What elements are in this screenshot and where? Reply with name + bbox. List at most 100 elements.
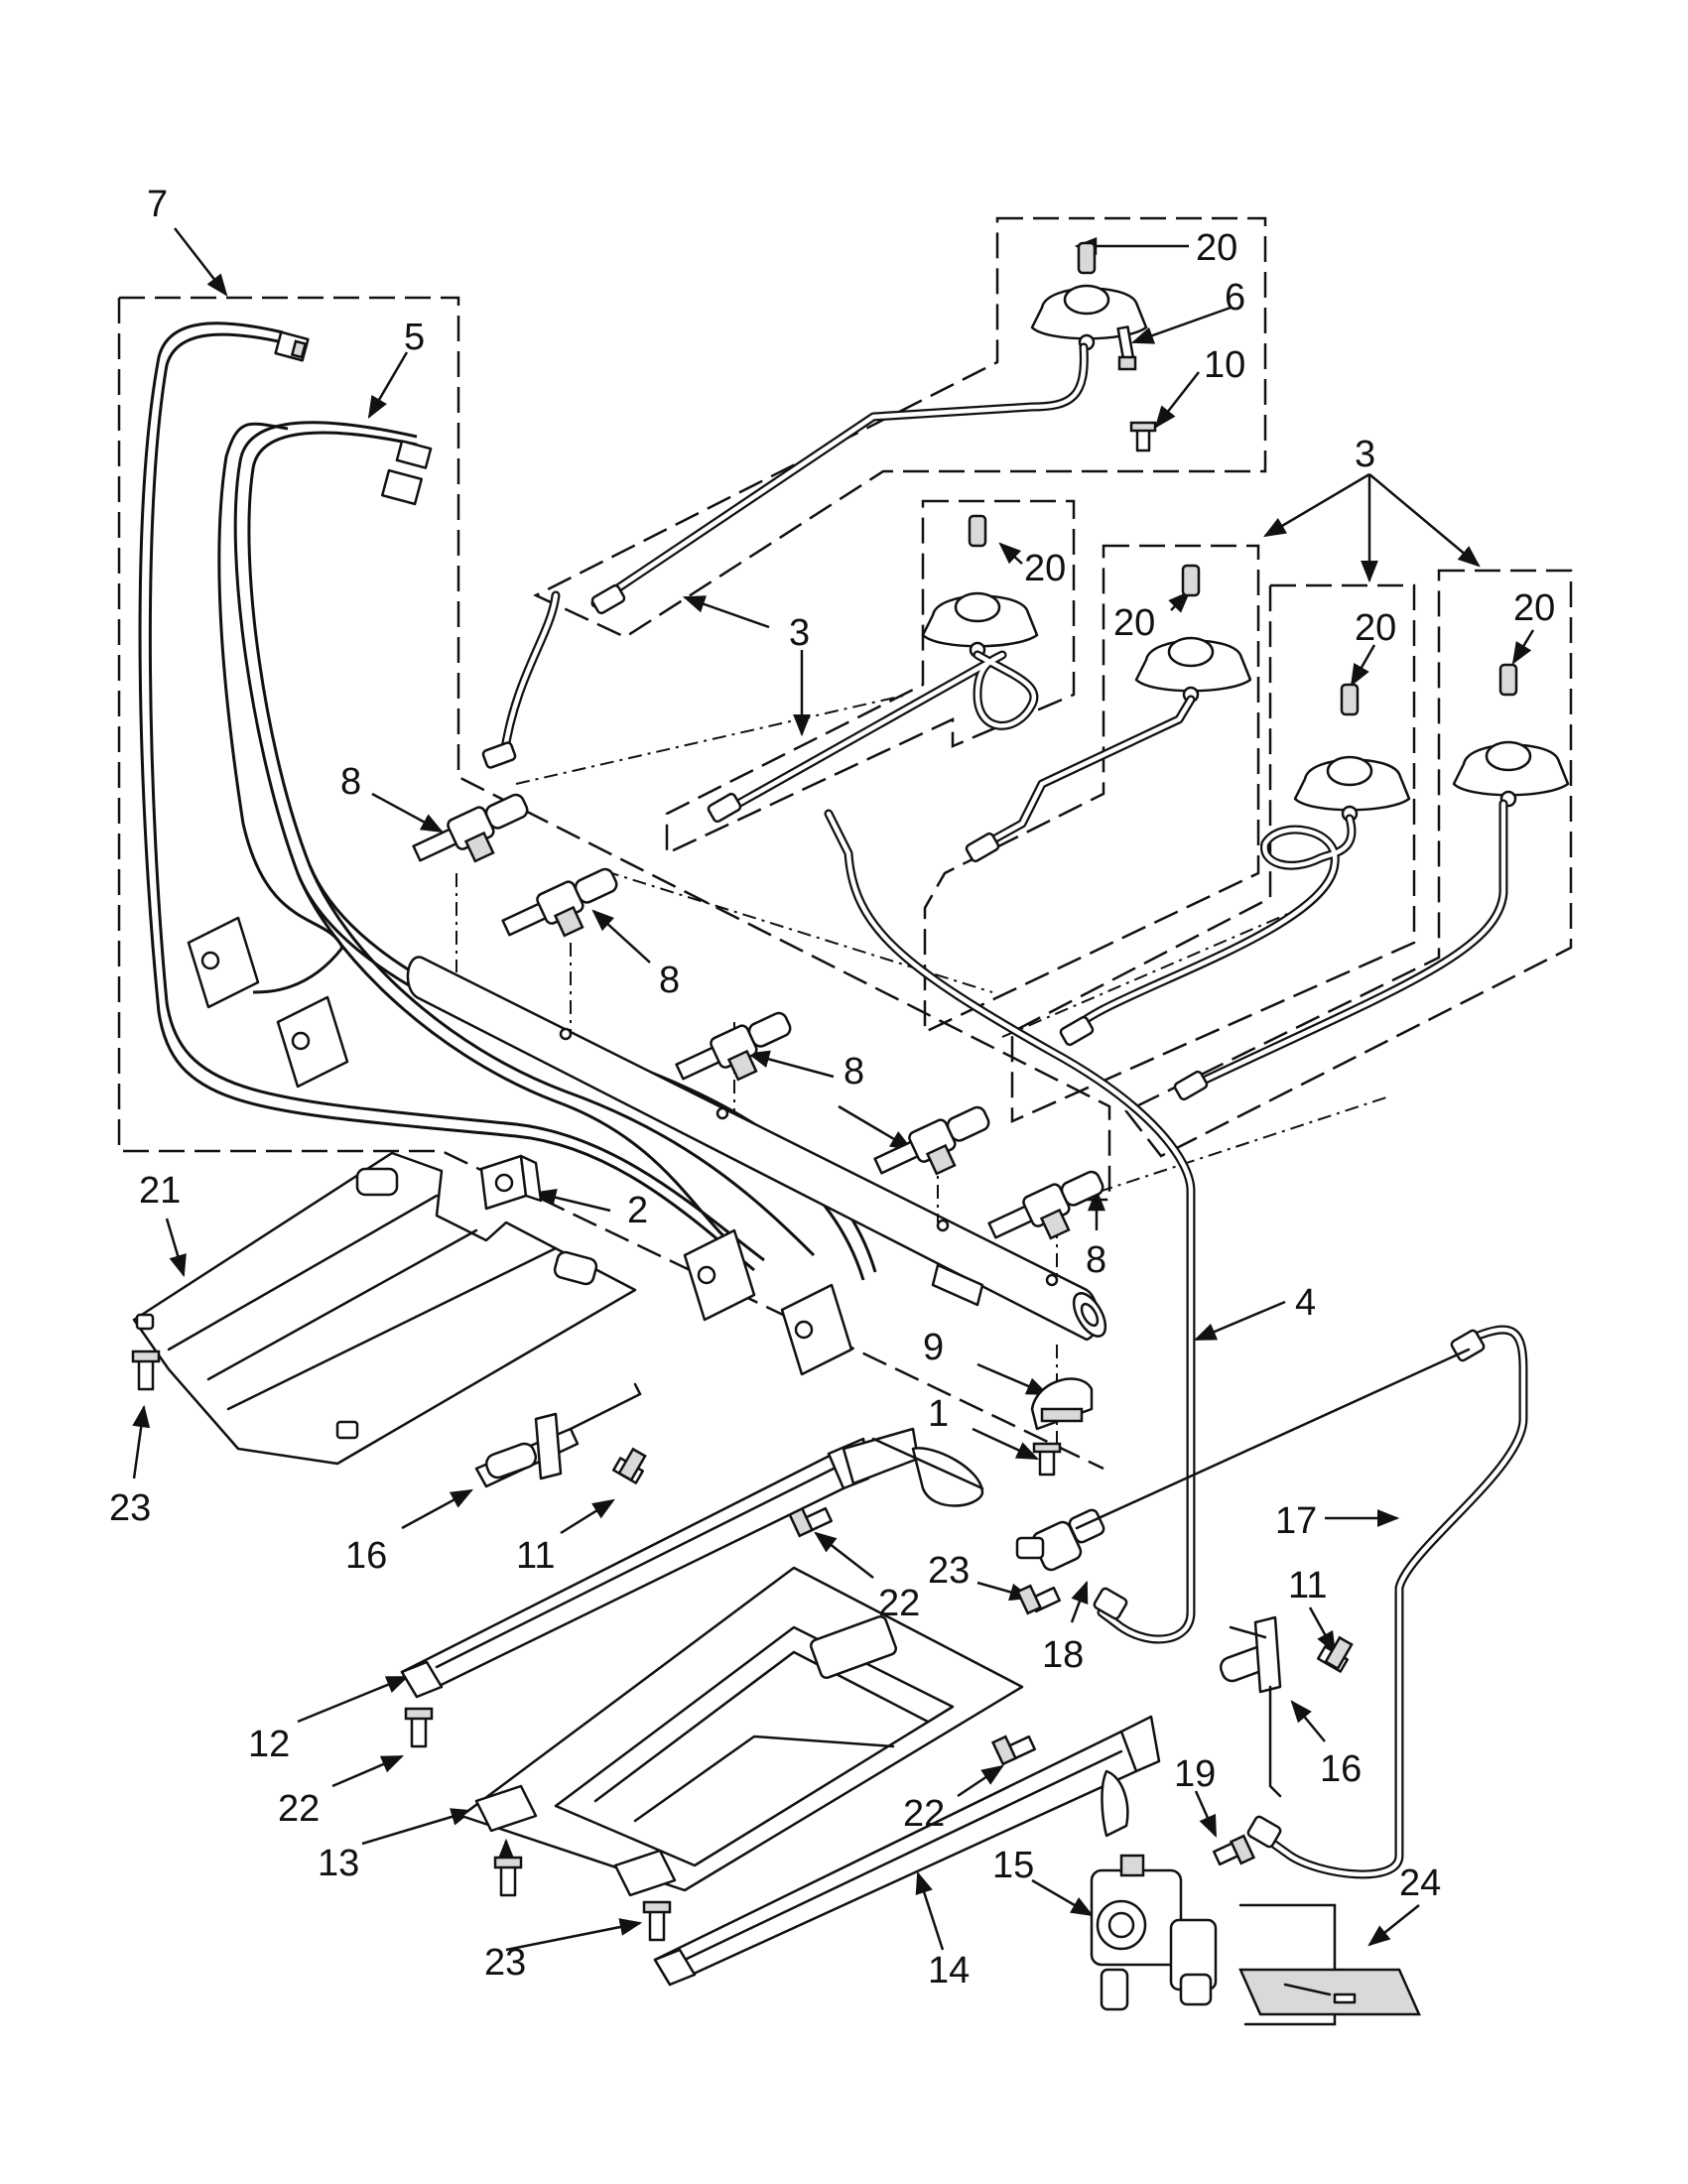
leader-3a [682, 595, 770, 629]
callout-4: 4 [1295, 1282, 1316, 1324]
screw-11b [1316, 1635, 1354, 1673]
leader-5 [367, 351, 409, 419]
burner-box-cover [132, 1151, 637, 1466]
main-gas-line [824, 809, 1196, 1644]
callout-20c: 20 [1113, 602, 1155, 644]
oven-safety-valve [1090, 1854, 1218, 2011]
leader-8d [838, 1104, 913, 1151]
leader-20d [1350, 644, 1376, 687]
callout-14: 14 [928, 1950, 970, 1991]
valve-group-2-outline [665, 499, 1076, 855]
callout-8d: 8 [1086, 1239, 1106, 1281]
screws [131, 1349, 1354, 1942]
callout-20e: 20 [1513, 587, 1555, 629]
harness-junction-block [479, 1154, 543, 1211]
bake-igniter [1219, 1615, 1282, 1798]
callout-1: 1 [928, 1393, 949, 1435]
manifold-bracket-and-screw [1030, 1377, 1094, 1477]
callout-3c: 3 [1355, 434, 1375, 475]
burner-valves [412, 793, 1104, 1240]
leader-3c-1 [1263, 472, 1370, 538]
leader-4 [1193, 1300, 1286, 1342]
leader-8a [371, 792, 444, 834]
leader-16a [401, 1488, 473, 1530]
oven-gas-line [1246, 1325, 1528, 1879]
callout-23b: 23 [928, 1550, 970, 1592]
burner-valve-3 [675, 1011, 792, 1082]
leader-19 [1194, 1790, 1218, 1839]
valve-group-5-outline [1124, 569, 1573, 1158]
callout-7: 7 [147, 184, 168, 225]
leader-13 [361, 1808, 474, 1846]
valve-group-4-outline [1010, 583, 1416, 1123]
leader-7 [174, 227, 228, 297]
leader-8c [746, 1050, 835, 1079]
gas-manifold [406, 956, 1107, 1342]
callout-9: 9 [923, 1327, 944, 1368]
leader-10 [1154, 371, 1200, 429]
callout-20b: 20 [1024, 548, 1066, 589]
callout-22b: 22 [278, 1788, 320, 1830]
screw-23d [642, 1900, 672, 1942]
callout-6: 6 [1225, 277, 1245, 319]
callout-13: 13 [318, 1843, 359, 1884]
leader-3c-3 [1368, 473, 1481, 568]
callout-11b: 11 [1288, 1565, 1327, 1606]
burner-valve-4 [873, 1105, 990, 1176]
burner-valve-1 [412, 793, 529, 863]
callout-labels: 7 5 20 6 10 3 3 20 20 20 20 3 8 8 8 8 21… [109, 184, 1555, 1991]
callout-20a: 20 [1196, 227, 1237, 269]
callout-8a: 8 [340, 761, 361, 803]
electrode-and-screw [1116, 325, 1157, 452]
broil-igniter [474, 1382, 642, 1488]
callout-16a: 16 [345, 1535, 387, 1577]
callout-2: 2 [627, 1190, 648, 1231]
screw-22b [404, 1707, 434, 1748]
leader-22b [331, 1754, 405, 1788]
harness-connector [274, 330, 310, 362]
screw-22c [990, 1734, 1036, 1766]
callout-11a: 11 [516, 1535, 555, 1577]
callout-23a: 23 [109, 1487, 151, 1529]
leader-16b [1290, 1700, 1326, 1742]
callout-24: 24 [1399, 1863, 1441, 1904]
leader-11b [1308, 1606, 1337, 1654]
leader-8b [591, 909, 651, 964]
leader-6 [1130, 306, 1232, 344]
leader-22a [814, 1531, 874, 1579]
top-valve-group-outline [533, 216, 1267, 639]
burner-valve-2 [501, 867, 618, 938]
leader-14 [915, 1870, 945, 1951]
lead-connectors [380, 440, 433, 506]
regulator-fitting [1015, 1348, 1471, 1572]
callout-19: 19 [1174, 1753, 1216, 1795]
screw-23c [493, 1856, 523, 1897]
leader-20b [998, 542, 1023, 565]
callout-8b: 8 [659, 960, 680, 1001]
burner-base-3 [1134, 564, 1252, 704]
callout-18: 18 [1042, 1634, 1084, 1676]
leader-24 [1367, 1904, 1420, 1947]
screw-23b [1015, 1584, 1061, 1615]
callout-15: 15 [992, 1845, 1034, 1886]
leader-arrows [132, 227, 1535, 1952]
burner-valve-5 [987, 1170, 1104, 1240]
leader-21 [165, 1218, 187, 1278]
leader-12 [297, 1675, 410, 1724]
screw-19 [1213, 1834, 1256, 1866]
bake-burner [653, 1715, 1161, 1987]
harness-group-outline-left [117, 298, 1104, 1471]
callout-8c: 8 [844, 1051, 864, 1092]
leader-18 [1070, 1580, 1089, 1623]
callout-5: 5 [404, 317, 425, 358]
callout-20d: 20 [1355, 607, 1396, 649]
screw-22a [787, 1506, 833, 1538]
callout-23c: 23 [484, 1942, 526, 1984]
leader-2 [533, 1188, 611, 1213]
callout-16b: 16 [1320, 1748, 1362, 1790]
callout-21: 21 [139, 1170, 181, 1212]
oven-baffle [459, 1566, 1024, 1897]
leader-1 [972, 1427, 1040, 1461]
burner-base-1 [1030, 241, 1148, 351]
